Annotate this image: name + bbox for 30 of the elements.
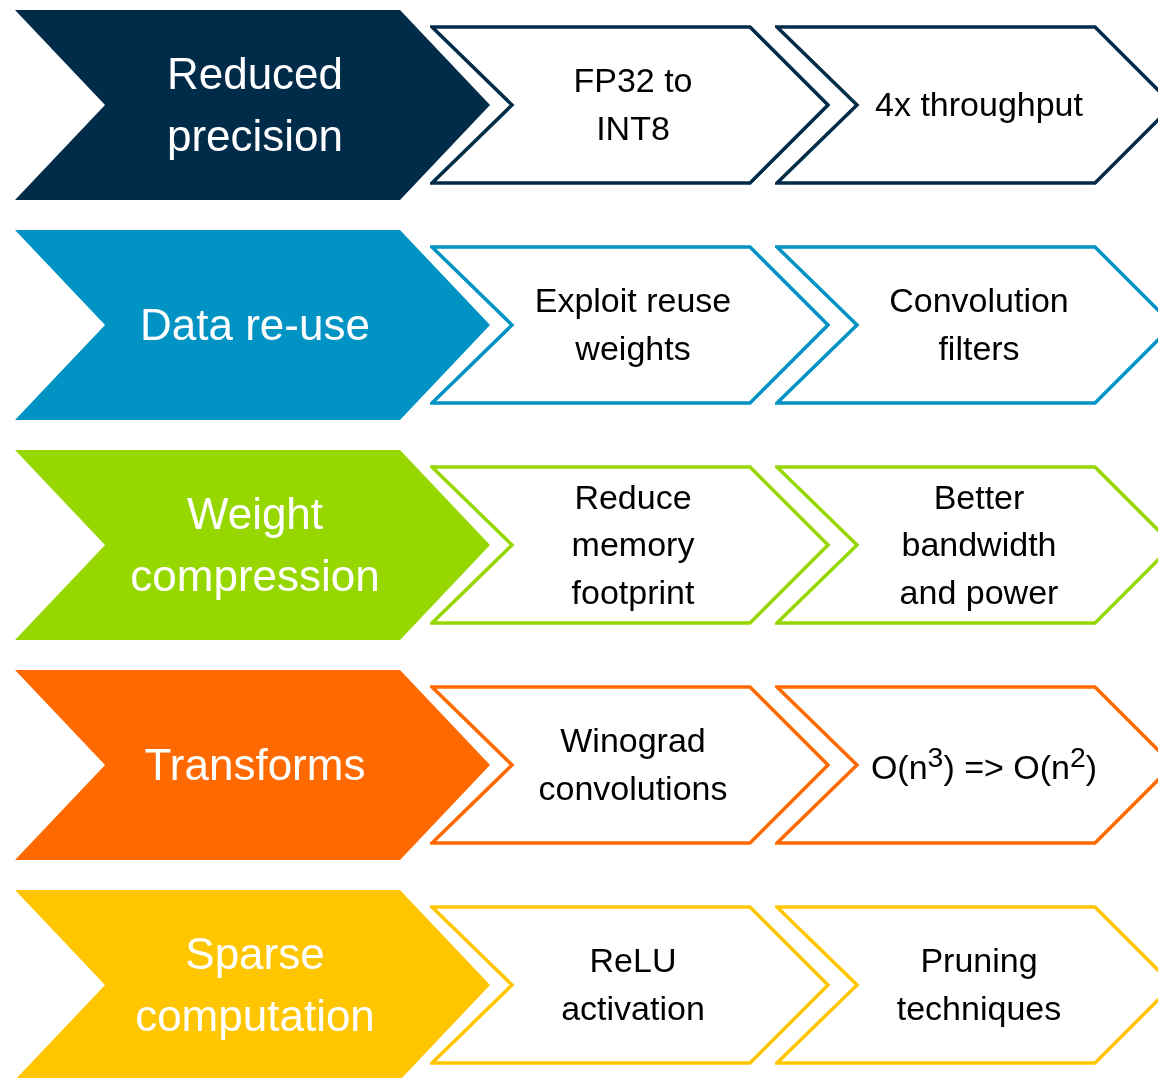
- category-label: Transforms: [144, 739, 366, 792]
- chevron-label: O(n$^{3}$) => O(n$^{2}$): [870, 740, 1098, 789]
- category-banner: [15, 230, 490, 420]
- chevron-label: FP32 to INT8: [572, 60, 694, 149]
- category-banner: [15, 670, 490, 860]
- step-banner: [430, 25, 830, 185]
- chevron-label: 4x throughput: [875, 84, 1083, 126]
- step-banner: [430, 685, 830, 845]
- chevron-label: Winograd convolutions: [537, 720, 729, 809]
- step-banner: [775, 245, 1158, 405]
- category-label: Reduced precision: [165, 48, 345, 162]
- step-banner: [775, 25, 1158, 185]
- step-banner: [775, 905, 1158, 1065]
- chevron-label: Pruning techniques: [895, 940, 1063, 1029]
- category-banner: [15, 890, 490, 1078]
- category-banner: [15, 450, 490, 640]
- step-banner: [430, 465, 830, 625]
- step-banner: [430, 905, 830, 1065]
- category-label: Sparse computation: [134, 928, 376, 1042]
- category-banner: [15, 10, 490, 200]
- step-banner: [775, 685, 1158, 845]
- chevron-label: Convolution filters: [888, 280, 1070, 369]
- chevron-label: Exploit reuse weights: [533, 280, 733, 369]
- step-banner: [775, 465, 1158, 625]
- chevron-label: ReLU activation: [560, 940, 706, 1029]
- category-label: Data re-use: [140, 299, 370, 352]
- category-label: Weight compression: [129, 488, 381, 602]
- chevron-label: Reduce memory footprint: [570, 476, 696, 613]
- chevron-label: Better bandwidth and power: [898, 476, 1060, 613]
- step-banner: [430, 245, 830, 405]
